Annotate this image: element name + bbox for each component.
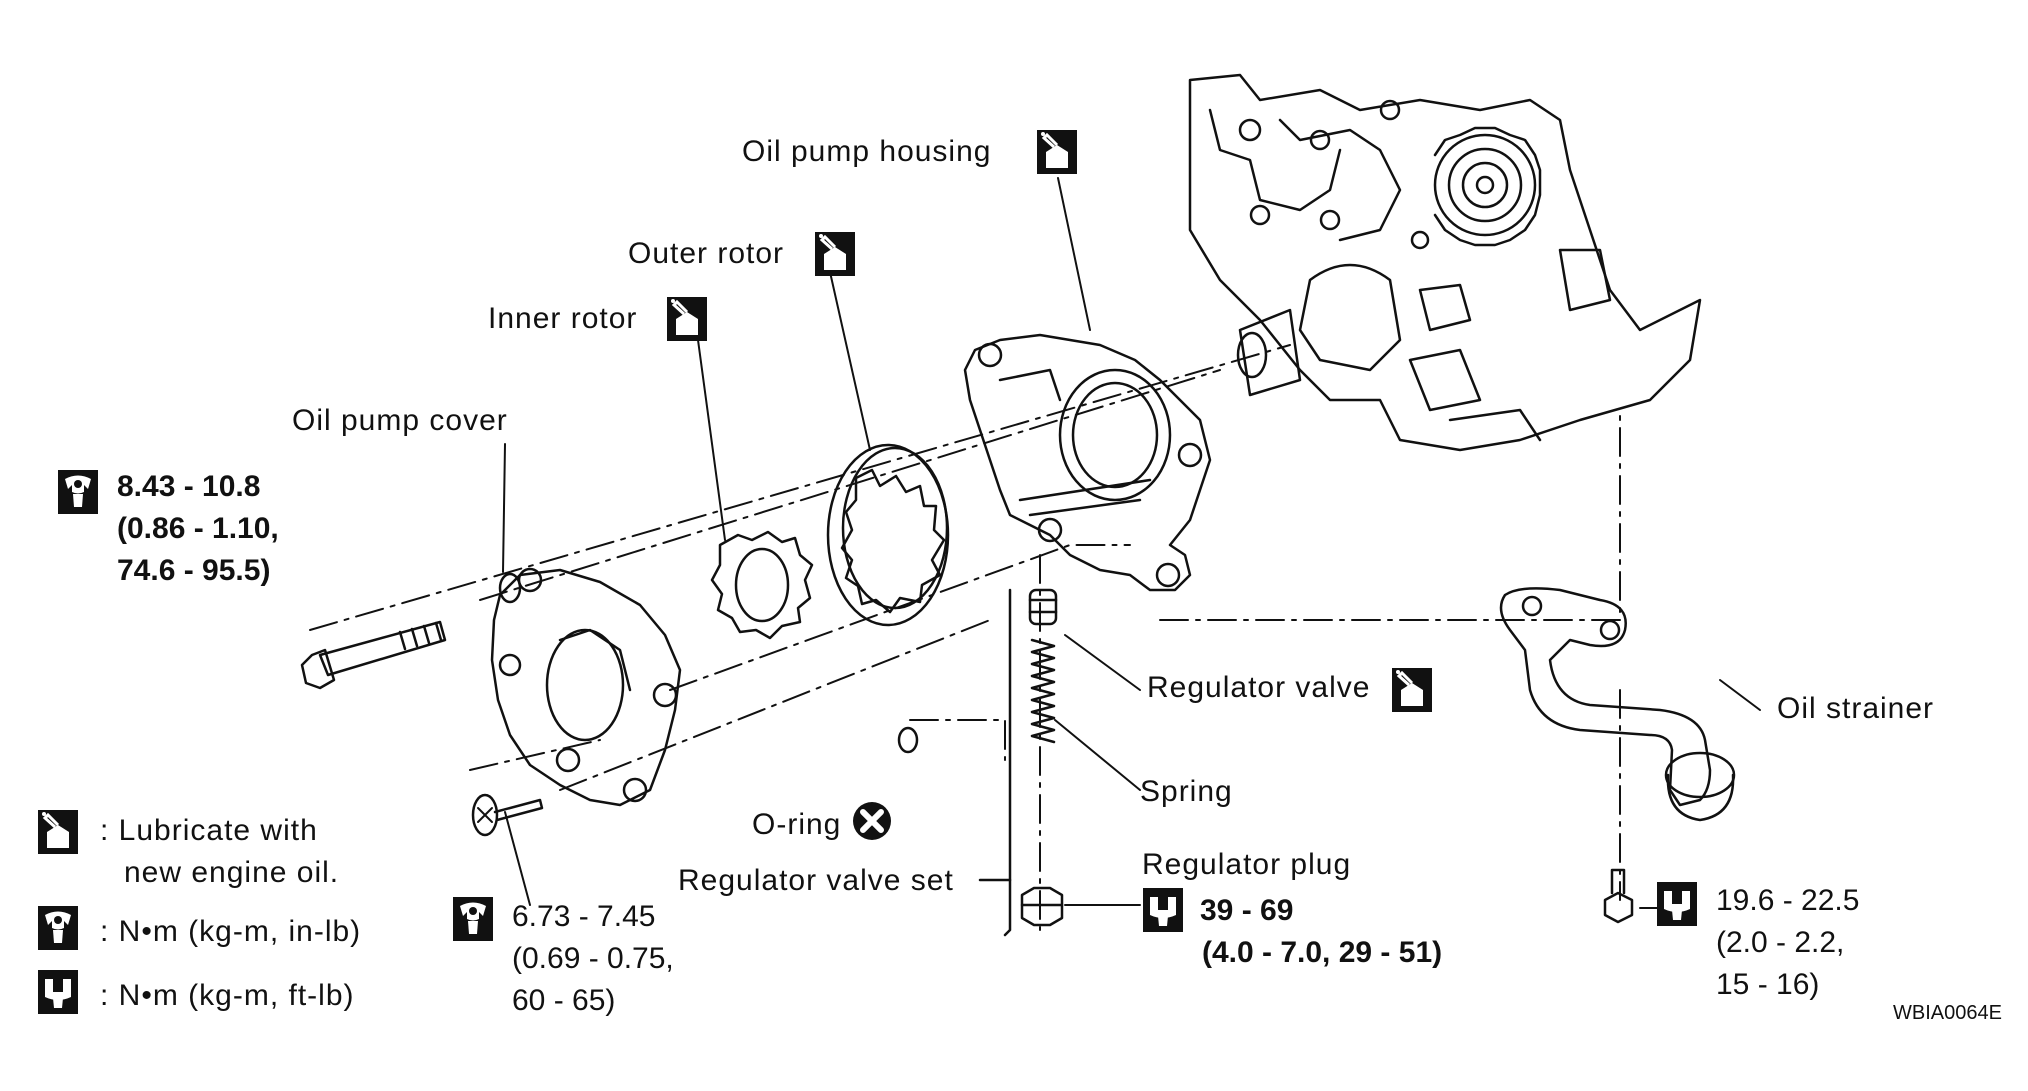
- regulator-valve: [1028, 588, 1058, 626]
- oil-pump-cover: [490, 567, 682, 807]
- spec-line: 74.6 - 95.5): [117, 554, 271, 587]
- oil-can-icon: [1392, 668, 1432, 712]
- spec-line: (0.69 - 0.75,: [512, 942, 674, 975]
- oil-pump-housing-label: Oil pump housing: [742, 135, 992, 168]
- figure-code: WBIA0064E: [1893, 1002, 2002, 1024]
- inner-rotor-label: Inner rotor: [488, 302, 638, 335]
- torque-wrench-ftlb-icon: [1143, 888, 1183, 932]
- do-not-reuse-icon: [852, 801, 892, 841]
- cover-bolt: [300, 572, 522, 690]
- cover-screw: [471, 793, 544, 837]
- strainer-bolt-torque-spec: 19.6 - 22.5 (2.0 - 2.2, 15 - 16): [1716, 880, 1859, 1006]
- regulator-valve-set-label: Regulator valve set: [678, 864, 954, 897]
- torque-wrench-inlb-icon: [38, 906, 78, 950]
- regulator-valve-label: Regulator valve: [1147, 671, 1371, 704]
- legend-lubricate-line2: new engine oil.: [124, 856, 340, 889]
- oil-strainer-label: Oil strainer: [1777, 692, 1935, 725]
- regulator-spring: [1030, 638, 1056, 744]
- legend-nm-inlb: : N•m (kg-m, in-lb): [100, 915, 362, 948]
- spec-line: (0.86 - 1.10,: [117, 512, 279, 545]
- spring-label: Spring: [1140, 775, 1233, 808]
- legend-lubricate-line1: : Lubricate with: [100, 814, 318, 847]
- oil-strainer: [1499, 587, 1736, 822]
- oil-pump-housing: [963, 333, 1212, 592]
- torque-wrench-ftlb-icon: [38, 970, 78, 1014]
- oil-can-icon: [1037, 130, 1077, 174]
- torque-wrench-inlb-icon: [453, 897, 493, 941]
- regulator-plug: [1020, 886, 1064, 927]
- legend-nm-ftlb: : N•m (kg-m, ft-lb): [100, 979, 355, 1012]
- cover-bolt-torque-spec: 8.43 - 10.8 (0.86 - 1.10, 74.6 - 95.5): [117, 466, 279, 592]
- oil-can-icon: [38, 810, 78, 854]
- oil-can-icon: [667, 297, 707, 341]
- spec-line: 15 - 16): [1716, 968, 1820, 1001]
- o-ring-part: [897, 726, 919, 754]
- spec-line: 6.73 - 7.45: [512, 900, 656, 933]
- leader-lines: [502, 177, 1761, 909]
- regulator-valve-set-bracket: [1003, 588, 1012, 937]
- regulator-plug-label: Regulator plug: [1142, 848, 1352, 881]
- outer-rotor-label: Outer rotor: [628, 237, 785, 270]
- cover-screw-torque-spec: 6.73 - 7.45 (0.69 - 0.75, 60 - 65): [512, 896, 674, 1022]
- torque-wrench-inlb-icon: [58, 470, 98, 514]
- spec-line: (4.0 - 7.0, 29 - 51): [1202, 936, 1443, 969]
- oil-can-icon: [815, 232, 855, 276]
- strainer-bolt: [1603, 868, 1634, 924]
- engine-block: [1188, 73, 1702, 452]
- spec-line: 19.6 - 22.5: [1716, 884, 1860, 917]
- oil-pump-cover-label: Oil pump cover: [292, 404, 508, 437]
- spec-line: 8.43 - 10.8: [117, 470, 261, 503]
- regulator-plug-torque-spec: 39 - 69 (4.0 - 7.0, 29 - 51): [1200, 890, 1442, 974]
- outer-rotor: [826, 443, 950, 627]
- o-ring-label: O-ring: [752, 808, 842, 841]
- spec-line: (2.0 - 2.2,: [1716, 926, 1845, 959]
- spec-line: 39 - 69: [1200, 894, 1294, 927]
- inner-rotor: [710, 530, 814, 640]
- spec-line: 60 - 65): [512, 984, 616, 1017]
- torque-wrench-ftlb-icon: [1657, 882, 1697, 926]
